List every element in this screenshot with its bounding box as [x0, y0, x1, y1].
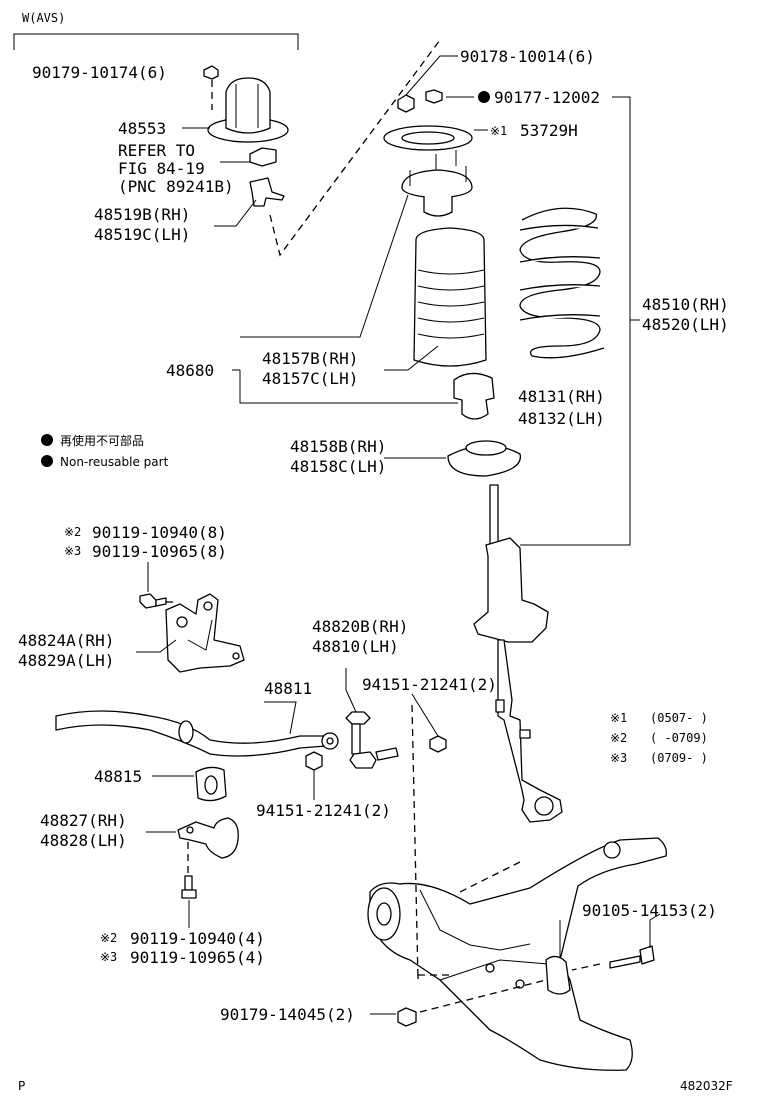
note-1-mark: ※1	[610, 711, 627, 725]
label-bot-bolt-mark2: ※2	[100, 931, 117, 945]
bracket-48824a-icon	[165, 593, 245, 673]
note-3-range: (0709- )	[650, 751, 708, 765]
nut-90179-10174-icon	[203, 65, 219, 80]
bump-stopper-48157-icon	[413, 227, 487, 367]
label-90178-10014: 90178-10014(6)	[460, 47, 595, 66]
label-48157c: 48157C(LH)	[262, 369, 358, 388]
bracket-48519-icon	[249, 177, 285, 207]
label-48157b: 48157B(RH)	[262, 349, 358, 368]
legend-text-jp: 再使用不可部品	[60, 433, 144, 448]
nut-94151-bottom-icon	[305, 751, 323, 771]
legend-text-en: Non-reusable part	[60, 455, 169, 469]
label-bot-bolt-mark3: ※3	[100, 950, 117, 964]
dust-cap-48553-icon	[207, 77, 289, 143]
footer-left: P	[18, 1079, 25, 1093]
label-bot-bolt-2: 90119-10965(4)	[130, 948, 265, 967]
label-48828: 48828(LH)	[40, 831, 127, 850]
bolt-90105-icon	[609, 945, 655, 969]
label-top-bolt-mark2: ※2	[64, 525, 81, 539]
label-90177-12002: 90177-12002	[494, 88, 600, 107]
note-2-range: ( -0709)	[650, 731, 708, 745]
bolt-bottom-icon	[181, 875, 197, 899]
label-48519b: 48519B(RH)	[94, 205, 190, 224]
footer-figure-code: 482032F	[680, 1079, 733, 1093]
label-top-bolt-mark3: ※3	[64, 544, 81, 558]
coil-spring-48131-icon	[519, 207, 605, 359]
label-refer-fig: FIG 84-19	[118, 159, 205, 178]
non-reusable-mark-icon	[478, 91, 490, 103]
label-94151-top: 94151-21241(2)	[362, 675, 497, 694]
bracket-48827-icon	[177, 817, 239, 859]
label-48510: 48510(RH)	[642, 295, 729, 314]
label-refer-pnc: (PNC 89241B)	[118, 177, 234, 196]
label-48827: 48827(RH)	[40, 811, 127, 830]
label-48132: 48132(LH)	[518, 409, 605, 428]
label-bot-bolt-1: 90119-10940(4)	[130, 929, 265, 948]
seat-53729h-icon	[383, 125, 473, 151]
lower-arm-icon	[367, 837, 667, 1071]
guide-dash-top	[269, 39, 441, 257]
label-48829a: 48829A(LH)	[18, 651, 114, 670]
label-53729h-mark: ※1	[490, 124, 507, 138]
label-48810: 48810(LH)	[312, 637, 399, 656]
label-48815: 48815	[94, 767, 142, 786]
label-top-bolt-2: 90119-10965(8)	[92, 542, 227, 561]
assy-bracket-line	[520, 96, 631, 546]
label-48158c: 48158C(LH)	[290, 457, 386, 476]
variant-label: W(AVS)	[22, 11, 65, 25]
upper-support-48680-icon	[401, 150, 473, 217]
label-48811: 48811	[264, 679, 312, 698]
variant-bracket-line	[13, 33, 299, 50]
bolt-top-icon	[139, 593, 167, 609]
bushing-48815-icon	[195, 766, 227, 802]
label-90179-14045: 90179-14045(2)	[220, 1005, 355, 1024]
stabilizer-link-48820-icon	[345, 711, 399, 769]
nut-90178-10014-icon	[397, 94, 415, 113]
label-48520: 48520(LH)	[642, 315, 729, 334]
label-94151-bottom: 94151-21241(2)	[256, 801, 391, 820]
label-refer-to: REFER TO	[118, 141, 195, 160]
label-48158b: 48158B(RH)	[290, 437, 386, 456]
shock-absorber-icon	[473, 484, 563, 823]
nut-90177-12002-icon	[425, 89, 443, 104]
label-48131: 48131(RH)	[518, 387, 605, 406]
label-top-bolt-1: 90119-10940(8)	[92, 523, 227, 542]
label-53729h: 53729H	[520, 121, 578, 140]
legend-dot-en-icon	[41, 455, 53, 467]
legend-dot-jp-icon	[41, 434, 53, 446]
note-2-mark: ※2	[610, 731, 627, 745]
note-3-mark: ※3	[610, 751, 627, 765]
nut-90179-14045-icon	[397, 1007, 417, 1027]
label-48680: 48680	[166, 361, 214, 380]
bound-stopper-icon	[453, 372, 495, 420]
label-48553: 48553	[118, 119, 166, 138]
stabilizer-bar-48811-icon	[55, 710, 339, 757]
sensor-icon	[249, 147, 277, 167]
label-90105: 90105-14153(2)	[582, 901, 717, 920]
label-48519c: 48519C(LH)	[94, 225, 190, 244]
label-90179-10174: 90179-10174(6)	[32, 63, 167, 82]
note-1-range: (0507- )	[650, 711, 708, 725]
label-48820b: 48820B(RH)	[312, 617, 408, 636]
insulator-48158-icon	[447, 440, 521, 477]
nut-94151-top-icon	[429, 735, 447, 753]
label-48824a: 48824A(RH)	[18, 631, 114, 650]
